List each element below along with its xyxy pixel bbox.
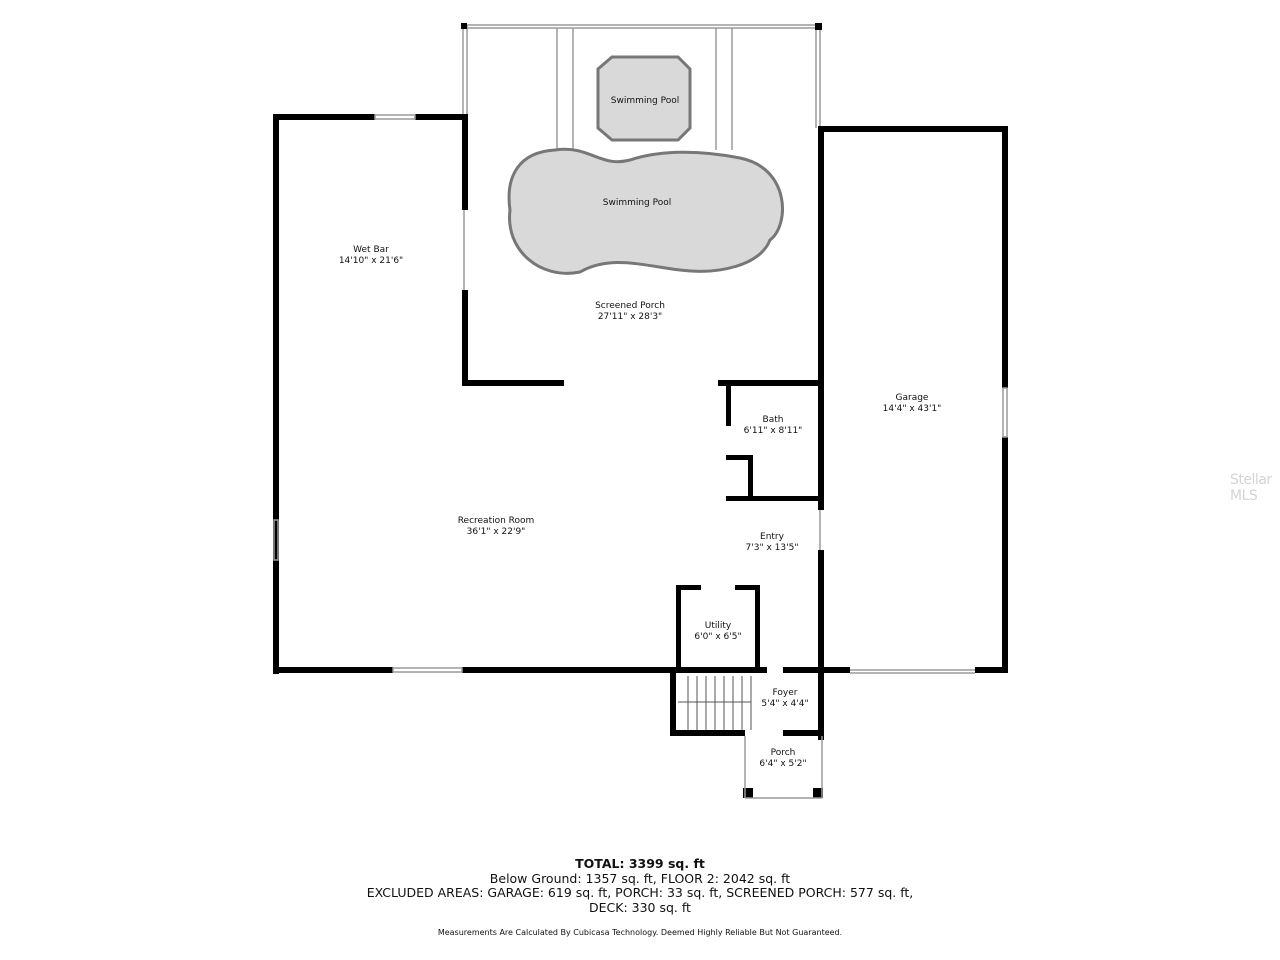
area-line-1: Below Ground: 1357 sq. ft, FLOOR 2: 2042… xyxy=(489,870,791,886)
room-dims: 6'0" x 6'5" xyxy=(694,632,742,642)
area-line-3: DECK: 330 sq. ft xyxy=(589,899,691,915)
room-name: Entry xyxy=(760,532,784,542)
room-dims: 5'4" x 4'4" xyxy=(761,699,809,709)
room-name: Porch xyxy=(770,748,796,758)
watermark: Stellar MLS xyxy=(1230,472,1272,504)
room-dims: 14'10" x 21'6" xyxy=(338,256,404,266)
swimming-pool-large xyxy=(507,147,784,275)
room-name: Foyer xyxy=(772,688,798,698)
area-line-2: EXCLUDED AREAS: GARAGE: 619 sq. ft, PORC… xyxy=(366,885,914,900)
room-dims: 36'1" x 22'9" xyxy=(466,527,526,537)
room-dims: 7'3" x 13'5" xyxy=(745,543,799,553)
swimming-pool-small xyxy=(596,55,692,142)
windows-doors xyxy=(273,114,1008,799)
area-summary: TOTAL: 3399 sq. ft Below Ground: 1357 sq… xyxy=(0,856,1280,915)
room-name: Utility xyxy=(704,621,732,631)
screened-porch-walls xyxy=(462,24,821,150)
room-dims: 6'4" x 5'2" xyxy=(759,759,807,769)
room-name: Wet Bar xyxy=(353,245,389,255)
room-name: Bath xyxy=(762,415,784,425)
room-name: Recreation Room xyxy=(457,516,535,526)
disclaimer: Measurements Are Calculated By Cubicasa … xyxy=(437,928,843,937)
room-name: Swimming Pool xyxy=(610,96,680,106)
room-label-pool-large: Swimming Pool xyxy=(603,198,672,209)
room-name: Screened Porch xyxy=(595,301,665,311)
walls xyxy=(273,114,1008,798)
room-name: Garage xyxy=(895,393,929,403)
total-area: TOTAL: 3399 sq. ft xyxy=(575,856,705,871)
room-label-pool-small: Swimming Pool xyxy=(611,96,680,107)
room-dims: 6'11" x 8'11" xyxy=(743,426,803,436)
room-dims: 27'11" x 28'3" xyxy=(597,312,663,322)
room-name: Swimming Pool xyxy=(602,198,672,208)
room-dims: 14'4" x 43'1" xyxy=(882,404,942,414)
stairs xyxy=(678,676,752,730)
